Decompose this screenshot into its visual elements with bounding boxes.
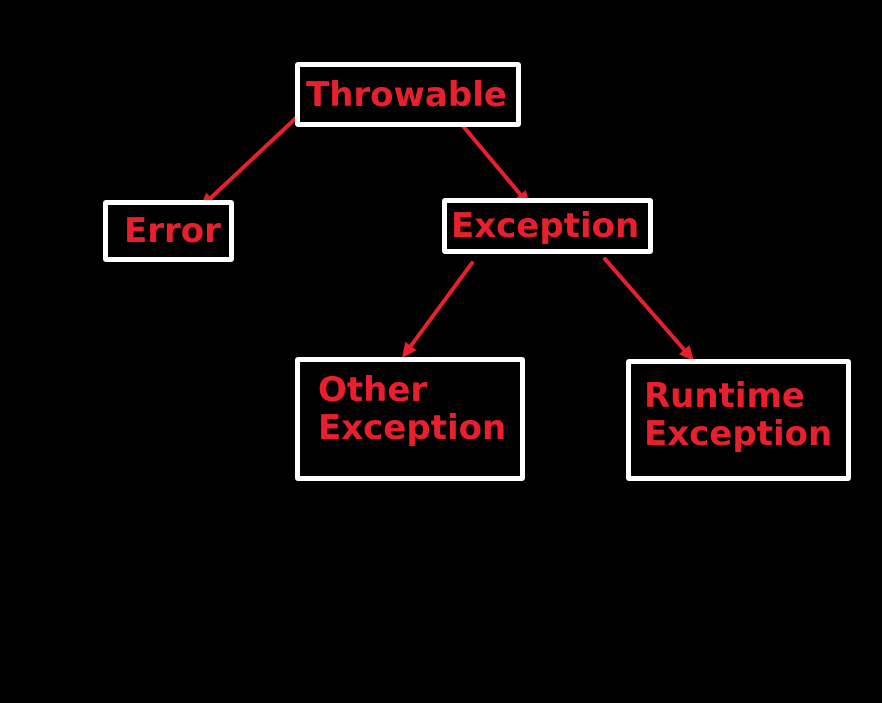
exception-node: Exception bbox=[442, 198, 653, 254]
other-exception-label-line1: Other bbox=[318, 370, 428, 410]
arrow-exception-to-other-exception bbox=[402, 261, 474, 358]
other-exception-node: Other Exception bbox=[295, 357, 525, 481]
runtime-exception-label-line1: Runtime bbox=[644, 376, 805, 416]
runtime-exception-label-line2: Exception bbox=[644, 414, 833, 455]
arrow-throwable-to-exception bbox=[461, 124, 530, 206]
arrow-throwable-to-error bbox=[200, 116, 298, 208]
error-node: Error bbox=[103, 200, 234, 262]
throwable-label: Throwable bbox=[306, 75, 507, 115]
exception-label: Exception bbox=[451, 206, 640, 246]
arrow-head bbox=[402, 341, 417, 358]
throwable-node: Throwable bbox=[295, 62, 521, 127]
arrow-shaft bbox=[461, 124, 523, 197]
error-label: Error bbox=[124, 211, 221, 251]
runtime-exception-node: Runtime Exception bbox=[626, 359, 851, 481]
arrow-shaft bbox=[603, 257, 687, 352]
arrow-shaft bbox=[208, 116, 298, 200]
arrow-shaft bbox=[408, 261, 474, 348]
arrow-exception-to-runtime-exception bbox=[603, 257, 694, 361]
other-exception-label-line2: Exception bbox=[318, 408, 507, 449]
arrow-head bbox=[678, 345, 694, 361]
